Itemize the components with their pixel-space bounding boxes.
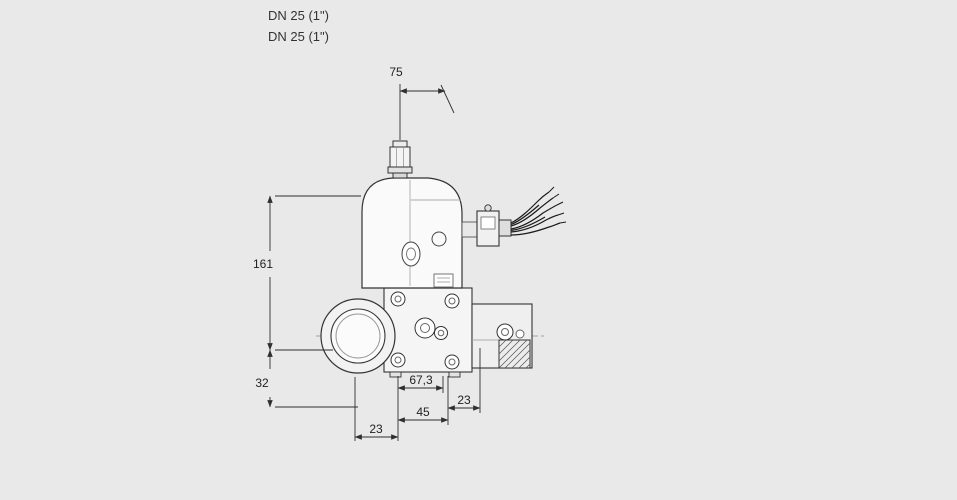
dimension-32: [267, 349, 358, 408]
connector-wires: [510, 186, 567, 236]
dim-23-right-label: 23: [457, 393, 471, 407]
dimension-67-3: [397, 376, 444, 393]
section-hatching: [498, 339, 531, 369]
dim-23-left-label: 23: [369, 422, 383, 436]
flange-bolts: [390, 291, 525, 370]
dimension-23-right: [447, 348, 481, 413]
electrical-connector: [461, 204, 512, 247]
dn-size-label-1: DN 25 (1"): [268, 8, 329, 23]
dim-67-3-label: 67,3: [409, 373, 433, 387]
dn-size-label-2: DN 25 (1"): [268, 29, 329, 44]
dimension-75: [399, 84, 455, 140]
rating-plate: [433, 273, 454, 288]
dim-45-label: 45: [416, 405, 430, 419]
dimension-45: [397, 376, 449, 425]
dim-32-label: 32: [255, 376, 269, 390]
actuator-dome: [361, 177, 463, 289]
inlet-flange: [320, 298, 396, 374]
hex-fitting: [387, 140, 413, 179]
dimension-161: [267, 195, 361, 351]
dome-screw: [431, 231, 447, 247]
dim-161-label: 161: [253, 257, 273, 271]
connector-screw: [484, 204, 492, 212]
dim-75-label: 75: [389, 65, 403, 79]
cable-gland: [498, 219, 512, 237]
sight-port: [401, 241, 421, 267]
